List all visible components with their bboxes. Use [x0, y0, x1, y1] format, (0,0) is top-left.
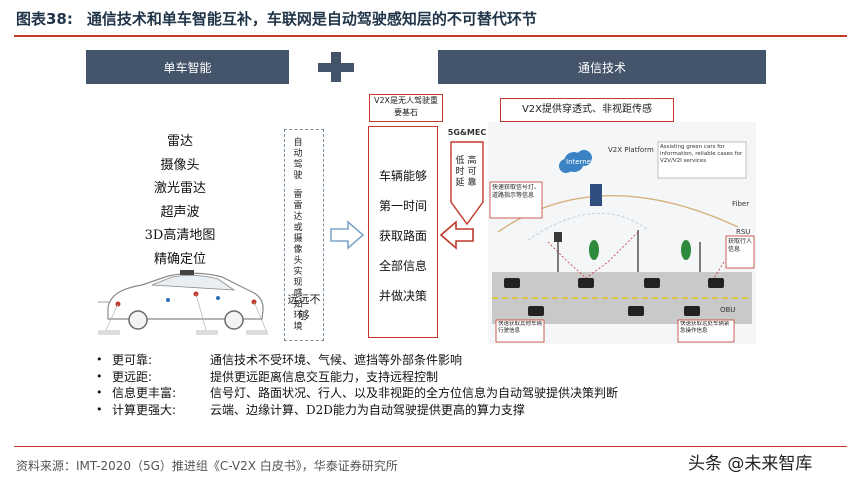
rsu-label: RSU: [736, 228, 750, 236]
autonomous-limit-box: 自动驾驶 雷雷达或摄像头实现感知环境 远远不够: [284, 129, 324, 341]
v2x-cornerstone-text: V2X是无人驾驶重要基石: [373, 96, 439, 117]
left-arrow-icon: [440, 220, 474, 250]
communication-banner-label: 通信技术: [577, 60, 626, 75]
right-arrow-icon: [330, 220, 364, 250]
traffic-light-icon: [554, 232, 562, 242]
figure-caption: 通信技术和单车智能互补，车联网是自动驾驶感知层的不可替代环节: [86, 10, 537, 28]
bullet-marker: •: [96, 353, 103, 366]
car-icon: [644, 278, 660, 288]
figure-number: 图表38:: [16, 10, 73, 28]
sensor-item: 摄像头: [160, 157, 200, 173]
advantage-value: 云端、边缘计算、D2D能力为自动驾驶提供更高的算力支撑: [210, 402, 525, 417]
tree-icon: [681, 240, 691, 260]
plus-icon: [318, 52, 354, 82]
tree-icon: [589, 240, 599, 260]
footer-rule: [14, 446, 847, 447]
advantage-value: 提供更远距离信息交互能力，支持远程控制: [210, 369, 439, 384]
far-vehicle-note: 快速获取远处车辆紧急操作信息: [680, 321, 730, 334]
server-icon: [590, 184, 602, 206]
autonomous-column-2: 雷雷达或摄像头实现感知环境: [293, 190, 303, 332]
internet-cloud-icon: Internet: [559, 150, 594, 173]
sensor-item: 3D高清地图: [144, 228, 216, 243]
vehicle-info-box: 车辆能够 第一时间 获取路面 全部信息 并做决策: [368, 126, 438, 338]
5g-mec-block: 5G&MEC 低时延 高可靠: [447, 128, 487, 228]
vehicle-line: 并做决策: [378, 289, 427, 303]
sensor-item: 精确定位: [153, 251, 206, 267]
sensor-item: 雷达: [166, 134, 193, 149]
advantage-key: 更远距:: [112, 369, 153, 384]
car-icon: [504, 278, 520, 288]
advantage-key: 信息更丰富:: [112, 386, 177, 400]
fiber-label: Fiber: [732, 200, 749, 208]
advantage-key: 计算更强大:: [112, 402, 177, 417]
signal-info-note: 快速获取信号灯、道路指示等信息: [492, 184, 540, 199]
internet-label: Internet: [566, 158, 594, 166]
v2x-cornerstone-note: V2X是无人驾驶重要基石: [369, 94, 443, 122]
pedestrian-info-note: 获取行人信息: [728, 238, 752, 253]
communication-banner: 通信技术: [438, 50, 766, 84]
other-vehicle-note: 快速获取其他车辆行驶信息: [498, 321, 542, 334]
car-icon: [578, 278, 594, 288]
bullet-marker: •: [96, 402, 103, 416]
5g-mec-label: 5G&MEC: [447, 128, 487, 137]
sensor-list: 雷达 摄像头 激光雷达 超声波 3D高清地图 精确定位: [100, 130, 260, 271]
obu-label: OBU: [720, 306, 735, 314]
v2x-caption-box: V2X提供穿透式、非视距传感: [500, 98, 674, 122]
advantage-value: 信号灯、路面状况、行人、以及非视距的全方位信息为自动驾驶提供决策判断: [210, 386, 619, 400]
car-icon: [684, 306, 700, 316]
bubble-text: Assisting green cars for information, re…: [660, 144, 743, 164]
advantage-key: 更可靠:: [112, 353, 153, 367]
vehicle-line: 车辆能够: [378, 169, 427, 183]
autonomous-column-1: 自动驾驶: [293, 138, 303, 181]
bullet-marker: •: [96, 386, 103, 399]
watermark: 头条 @未来智库: [688, 454, 813, 474]
v2x-scene-diagram: Internet V2X Platform Assisting green ca…: [488, 122, 756, 344]
vehicle-line: 全部信息: [378, 259, 427, 273]
car-icon: [528, 306, 544, 316]
title-rule: [14, 35, 847, 37]
high-reliability-text: 高可靠: [467, 156, 477, 188]
single-vehicle-banner-label: 单车智能: [163, 60, 212, 75]
bullet-marker: •: [96, 369, 103, 383]
not-enough-label: 远远不够: [287, 293, 321, 322]
car-icon: [708, 278, 724, 288]
info-bubble: [657, 141, 747, 179]
advantage-value: 通信技术不受环境、气候、遮挡等外部条件影响: [210, 353, 463, 367]
source-note: 资料来源：IMT-2020（5G）推进组《C-V2X 白皮书》，华泰证券研究所: [16, 459, 398, 473]
v2x-caption-text: V2X提供穿透式、非视距传感: [521, 104, 653, 115]
sensor-item: 超声波: [160, 204, 200, 220]
vehicle-line: 获取路面: [378, 229, 427, 243]
sensor-item: 激光雷达: [153, 181, 206, 196]
vehicle-line: 第一时间: [378, 199, 427, 213]
platform-label: V2X Platform: [608, 146, 654, 154]
single-vehicle-banner: 单车智能: [86, 50, 289, 84]
low-latency-text: 低时延: [455, 156, 465, 188]
figure-title: 图表38: 通信技术和单车智能互补，车联网是自动驾驶感知层的不可替代环节: [16, 8, 537, 29]
car-icon: [628, 306, 644, 316]
sensor-car-illustration: [98, 270, 268, 335]
